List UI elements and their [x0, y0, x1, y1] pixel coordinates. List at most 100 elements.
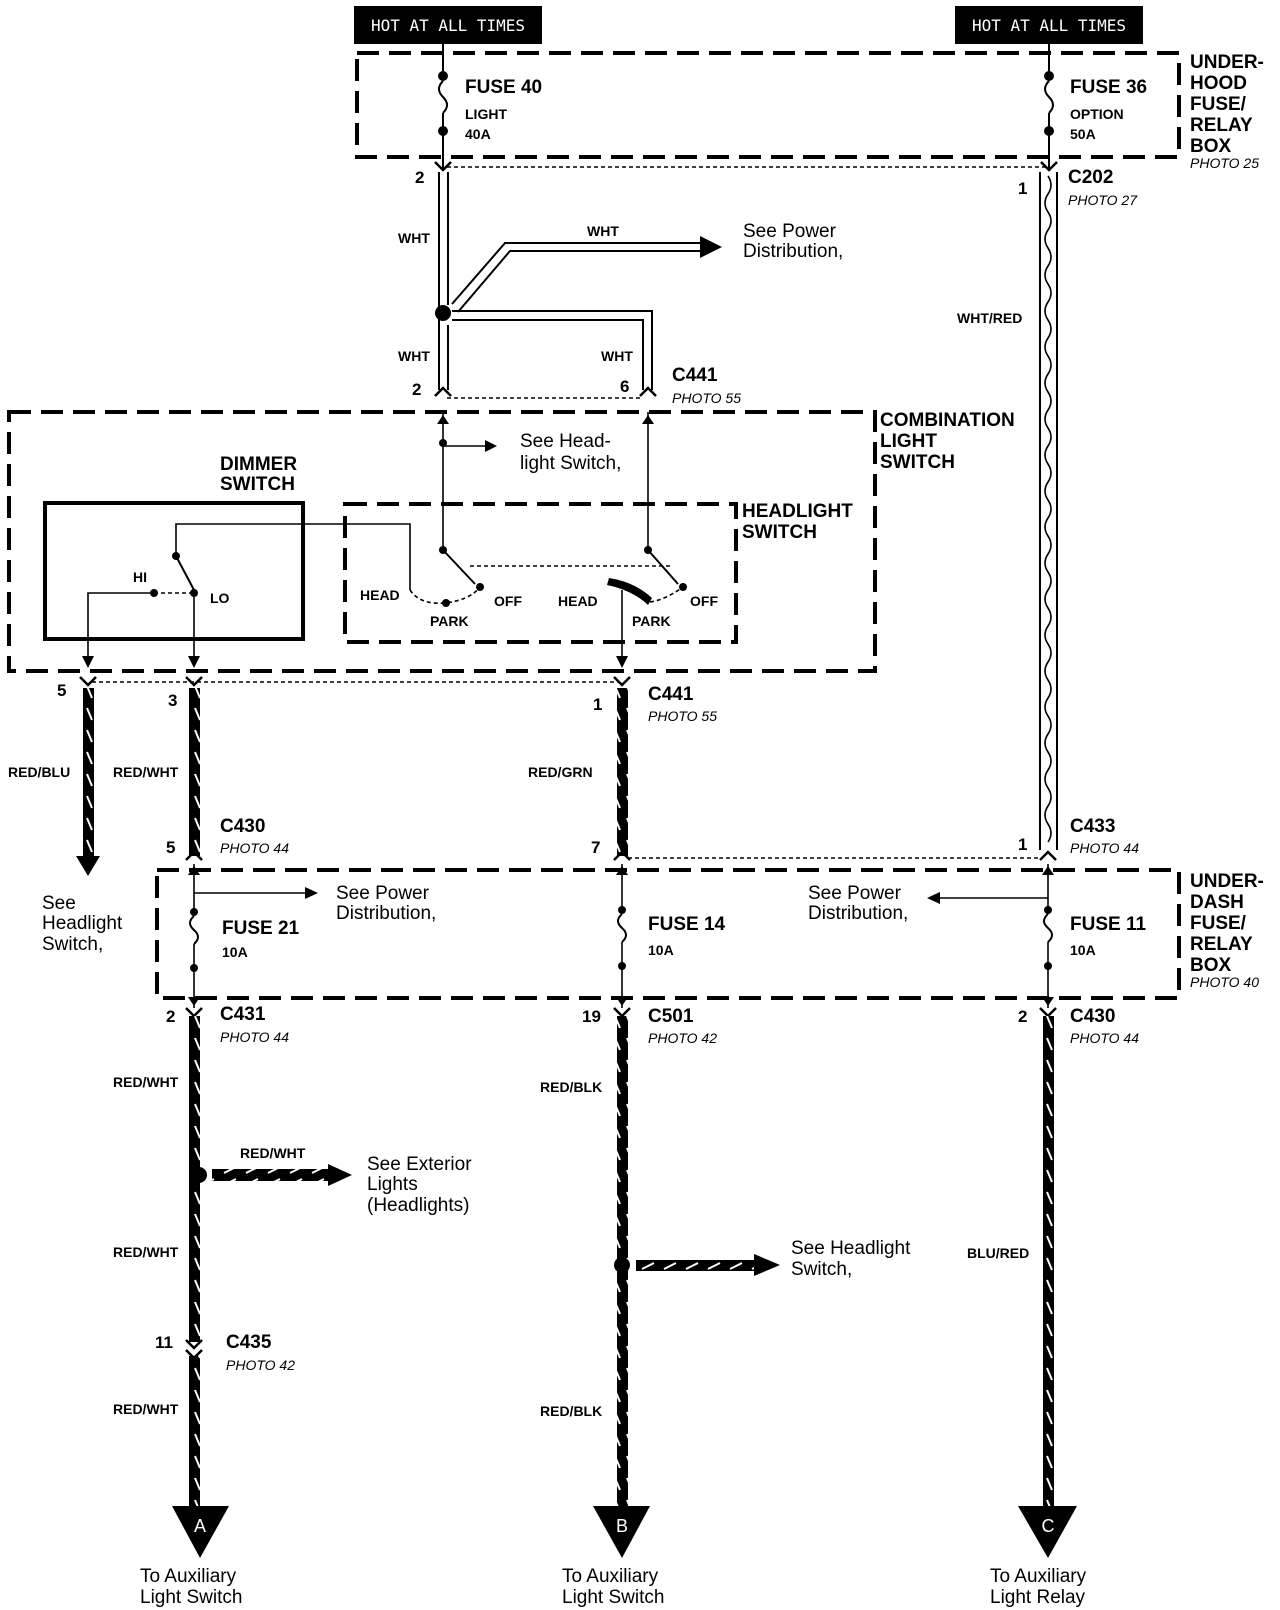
c202-pin-1-mark	[1040, 161, 1058, 172]
terminal-b-line1: To Auxiliary	[562, 1566, 659, 1587]
ref-headlight-sw-top-2: light Switch,	[520, 453, 621, 474]
fuse-36-label: OPTION	[1070, 106, 1124, 122]
underdash-label-3: FUSE/	[1190, 913, 1247, 934]
red-wht-label-1: RED/WHT	[113, 764, 179, 780]
wht-wire	[435, 172, 722, 390]
fuse-40-rating: 40A	[465, 126, 491, 142]
blu-red-wire	[1043, 1016, 1054, 1506]
red-blu-label: RED/BLU	[8, 764, 70, 780]
fuse-11-name: FUSE 11	[1070, 914, 1146, 935]
banner-right: HOT AT ALL TIMES	[955, 6, 1143, 44]
c430-bottom-photo: PHOTO 44	[1070, 1030, 1139, 1046]
wht-label-lower-left: WHT	[398, 348, 430, 364]
c430-bottom-pin: 2	[1018, 1007, 1027, 1026]
underdash-label-5: BOX	[1190, 955, 1232, 976]
c501-pin: 19	[582, 1007, 601, 1026]
banner-left-text: HOT AT ALL TIMES	[371, 16, 525, 35]
c430-top-pin-5-mark	[185, 850, 203, 861]
red-grn-wire	[617, 688, 628, 856]
c202-pin-2: 2	[415, 168, 424, 187]
fuse-36-rating: 50A	[1070, 126, 1096, 142]
c430-top-name: C430	[220, 816, 265, 837]
terminal-c: C	[1018, 1506, 1077, 1558]
fuse-21	[188, 864, 318, 1008]
c431-mark	[185, 1007, 203, 1018]
switch-inner-wiring	[437, 412, 654, 550]
headlight-switch-outline	[343, 502, 738, 644]
fuse-36-name: FUSE 36	[1070, 77, 1147, 98]
combination-label-3: SWITCH	[880, 452, 955, 473]
c441-bottom-pin-5-mark	[79, 676, 97, 687]
headlight-switch-label-1: HEADLIGHT	[742, 501, 853, 522]
underhood-label-3: FUSE/	[1190, 94, 1247, 115]
fuse-14	[616, 864, 628, 1008]
ref-power-dist-mid-left-1: See Power	[336, 883, 430, 904]
c441-top-pin-6: 6	[620, 377, 629, 396]
terminal-a-line1: To Auxiliary	[140, 1566, 237, 1587]
c433-name: C433	[1070, 816, 1115, 837]
banner-left: HOT AT ALL TIMES	[354, 6, 542, 44]
headlight-head-2: HEAD	[558, 593, 598, 609]
ref-headlight-sw-bottom-1: See Headlight	[791, 1238, 911, 1259]
c441-bottom-photo: PHOTO 55	[648, 708, 717, 724]
underhood-photo: PHOTO 25	[1190, 155, 1259, 171]
ref-power-dist-top-1: See Power	[743, 221, 837, 242]
red-blk-label-2: RED/BLK	[540, 1403, 602, 1419]
terminal-a-letter: A	[194, 1516, 206, 1536]
headlight-park-2: PARK	[632, 613, 671, 629]
c441-bottom-pin-1-mark	[613, 676, 631, 687]
fuse-14-rating: 10A	[648, 942, 674, 958]
red-wht-wire-1	[189, 688, 200, 856]
headlight-head-1: HEAD	[360, 587, 400, 603]
c441-bottom-name: C441	[648, 684, 694, 705]
c501-mark	[613, 1007, 631, 1018]
terminal-c-line1: To Auxiliary	[990, 1566, 1087, 1587]
wht-red-wire	[1039, 172, 1058, 850]
c430-top-pin-5: 5	[166, 838, 175, 857]
dimmer-lo: LO	[210, 590, 230, 606]
c202-name: C202	[1068, 167, 1113, 188]
combination-label-1: COMBINATION	[880, 410, 1015, 431]
fuse-21-rating: 10A	[222, 944, 248, 960]
underhood-label-4: RELAY	[1190, 115, 1253, 136]
ref-exterior-1: See Exterior	[367, 1154, 472, 1175]
headlight-switch-contacts	[409, 546, 687, 668]
combination-switch-outline	[7, 410, 877, 673]
fuse-36	[1044, 44, 1054, 170]
ref-headlight-sw-left-2: Headlight	[42, 913, 123, 934]
banner-right-text: HOT AT ALL TIMES	[972, 16, 1126, 35]
c430-bottom-mark	[1039, 1007, 1057, 1018]
terminal-a: A	[172, 1506, 229, 1558]
underhood-label-5: BOX	[1190, 136, 1232, 157]
red-blk-wire	[614, 1016, 780, 1506]
ref-exterior-3: (Headlights)	[367, 1195, 469, 1216]
wht-red-label: WHT/RED	[957, 310, 1022, 326]
terminal-b-line2: Light Switch	[562, 1587, 664, 1608]
red-wht-label-3: RED/WHT	[113, 1244, 179, 1260]
c441-bottom-pin-3-mark	[185, 676, 203, 687]
wht-label-upper: WHT	[398, 230, 430, 246]
terminal-c-letter: C	[1042, 1516, 1055, 1536]
fuse-40-name: FUSE 40	[465, 77, 542, 98]
c430-top-pin-7: 7	[591, 838, 600, 857]
red-wht-label-4: RED/WHT	[113, 1401, 179, 1417]
underdash-label-4: RELAY	[1190, 934, 1253, 955]
fuse-14-name: FUSE 14	[648, 914, 726, 935]
red-blu-wire	[76, 688, 100, 876]
red-blk-label-1: RED/BLK	[540, 1079, 602, 1095]
dimmer-switch-contacts	[82, 523, 411, 668]
c435-pin: 11	[155, 1333, 173, 1352]
wht-label-lower-right: WHT	[601, 348, 633, 364]
c430-top-photo: PHOTO 44	[220, 840, 289, 856]
c202-photo: PHOTO 27	[1068, 192, 1138, 208]
underhood-label-2: HOOD	[1190, 73, 1247, 94]
c433-photo: PHOTO 44	[1070, 840, 1139, 856]
dimmer-label-2: SWITCH	[220, 474, 295, 495]
c202-pin-1: 1	[1018, 179, 1027, 198]
c431-pin: 2	[166, 1007, 175, 1026]
ref-headlight-sw-top-1: See Head-	[520, 431, 611, 452]
red-wht-label-branch: RED/WHT	[240, 1145, 306, 1161]
c441-top-pin-2-mark	[434, 386, 452, 397]
terminal-b: B	[593, 1506, 650, 1558]
